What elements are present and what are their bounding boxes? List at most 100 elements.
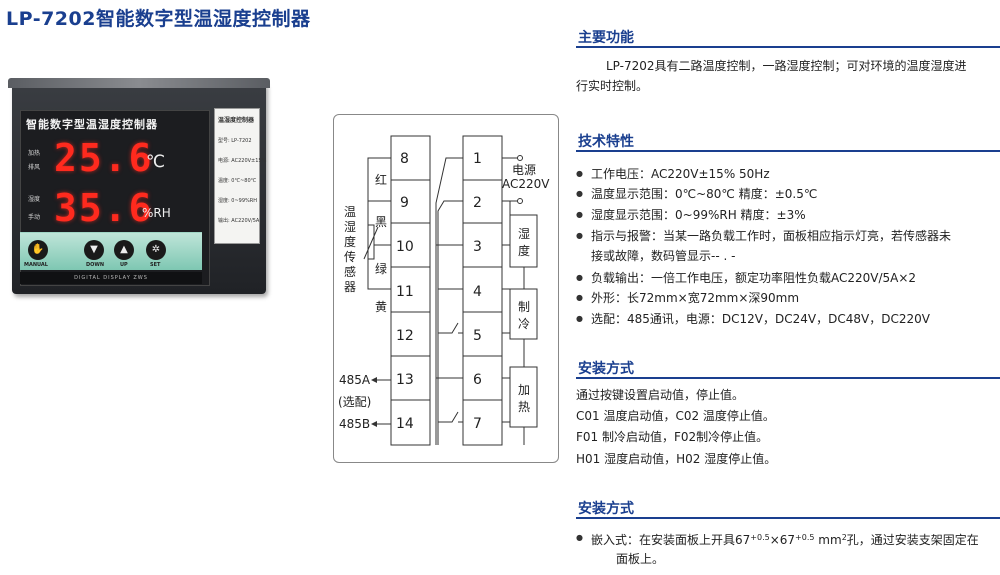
side-sticker-title: 温湿度控制器 bbox=[218, 117, 255, 124]
power-label: 电源 bbox=[512, 163, 536, 177]
page-title: LP-7202智能数字型温湿度控制器 bbox=[6, 8, 311, 30]
device-side-sticker: 温湿度控制器 型号: LP-7202 电源: AC220V±15% 温度: 0℃… bbox=[214, 108, 266, 244]
device-panel-title: 智能数字型温湿度控制器 bbox=[26, 118, 158, 131]
mounting-text-part: ×67 bbox=[769, 533, 796, 547]
area-sup: 2 bbox=[841, 533, 847, 542]
side-sticker-line: 输出: AC220V/5A bbox=[218, 218, 260, 224]
terminal-14: 14 bbox=[396, 416, 414, 432]
up-arrow-icon: ▲ bbox=[114, 240, 134, 260]
terminal-2: 2 bbox=[473, 195, 482, 211]
key-set-label: SET bbox=[150, 262, 161, 268]
mounting-text-continuation: 面板上。 bbox=[616, 552, 665, 566]
terminal-13: 13 bbox=[396, 372, 414, 388]
humidity-unit: %RH bbox=[142, 206, 171, 220]
controller-device-photo: 智能数字型温湿度控制器 加热 排风 湿度 手动 25.6 ℃ 35.6 %RH … bbox=[8, 78, 270, 294]
rs485-wires bbox=[377, 379, 391, 425]
tech-item: 外形：长72mm×宽72mm×深90mm bbox=[576, 288, 1000, 308]
wire-yellow-label: 黄 bbox=[375, 300, 387, 314]
power-voltage-label: AC220V bbox=[502, 177, 550, 191]
tech-item: 负载输出：一倍工作电压，额定功率阻性负载AC220V/5A×2 bbox=[576, 268, 1000, 288]
mounting-text-part: 孔，通过安装支架固定在 bbox=[846, 533, 979, 547]
terminal-10: 10 bbox=[396, 239, 414, 255]
install-line: C01 温度启动值，C02 温度停止值。 bbox=[576, 409, 775, 423]
terminal-12: 12 bbox=[396, 328, 414, 344]
key-down-label: DOWN bbox=[86, 262, 105, 268]
rs485a-label: 485A bbox=[339, 373, 371, 387]
load-cooling-label: 制 bbox=[518, 300, 530, 314]
sensor-label-char: 湿 bbox=[344, 219, 356, 234]
indicator-manual-label: 手动 bbox=[28, 214, 41, 221]
sensor-label-char: 传 bbox=[344, 249, 356, 264]
install-line: 通过按键设置启动值，停止值。 bbox=[576, 388, 745, 402]
mounting-text-part: mm bbox=[814, 533, 842, 547]
tech-item-continuation: 接或故障，数码管显示-- . - bbox=[591, 249, 736, 263]
humidity-display: 35.6 bbox=[54, 186, 154, 230]
mounting-text: 嵌入式：在安装面板上开具67+0.5×67+0.5 mm2孔，通过安装支架固定在 bbox=[576, 528, 1000, 550]
main-function-text: LP-7202具有二路温度控制，一路湿度控制；可对环境的温度湿度进 bbox=[606, 59, 967, 73]
device-keypad bbox=[20, 232, 202, 270]
key-up-label: UP bbox=[120, 262, 128, 268]
load-humidity-label: 度 bbox=[518, 243, 530, 258]
install-line: H01 湿度启动值，H02 湿度停止值。 bbox=[576, 452, 777, 466]
section-title-install: 安装方式 bbox=[578, 361, 634, 377]
sensor-label: 温 湿 度 传 感 器 bbox=[344, 205, 356, 294]
sensor-label-char: 感 bbox=[344, 264, 356, 279]
side-sticker-line: 温度: 0℃~80℃ bbox=[218, 178, 257, 184]
device-brand-strip: DIGITAL DISPLAY ZWS bbox=[20, 272, 202, 284]
load-heating-label: 加 bbox=[518, 383, 530, 397]
wiring-diagram: 8 9 10 11 12 13 14 红 黑 绿 黄 温 湿 度 传 感 器 bbox=[333, 114, 559, 463]
sensor-wires bbox=[363, 157, 391, 290]
wiring-diagram-svg: 8 9 10 11 12 13 14 红 黑 绿 黄 温 湿 度 传 感 器 bbox=[338, 135, 550, 446]
tech-item: 工作电压：AC220V±15% 50Hz bbox=[576, 164, 1000, 184]
temperature-unit: ℃ bbox=[146, 152, 166, 172]
indicator-humidity-label: 湿度 bbox=[28, 196, 41, 203]
tech-item: 指示与报警：当某一路负载工作时，面板相应指示灯亮，若传感器未 bbox=[576, 226, 1000, 246]
terminal-9: 9 bbox=[400, 195, 409, 211]
tolerance-sup: +0.5 bbox=[795, 533, 815, 542]
main-function-text: 行实时控制。 bbox=[576, 79, 649, 93]
section-divider bbox=[576, 377, 1000, 379]
load-wiring bbox=[502, 200, 538, 445]
tolerance-sup: +0.5 bbox=[750, 533, 770, 542]
load-heating-label: 热 bbox=[518, 400, 530, 414]
wire-green-label: 绿 bbox=[375, 261, 387, 276]
side-sticker-line: 湿度: 0~99%RH bbox=[218, 198, 257, 204]
install-line: F01 制冷启动值，F02制冷停止值。 bbox=[576, 430, 769, 444]
rs485-optional-label: (选配) bbox=[338, 395, 371, 409]
rs485b-label: 485B bbox=[339, 417, 370, 431]
side-sticker-line: 型号: LP-7202 bbox=[218, 138, 252, 144]
side-sticker-line: 电源: AC220V±15% bbox=[218, 158, 267, 164]
section-title-tech: 技术特性 bbox=[578, 134, 634, 150]
tech-item: 温度显示范围：0℃~80℃ 精度：±0.5℃ bbox=[576, 184, 1000, 204]
set-gear-icon: ✲ bbox=[146, 240, 166, 260]
temperature-display: 25.6 bbox=[54, 136, 154, 180]
sensor-label-char: 器 bbox=[344, 280, 356, 294]
indicator-heat-label: 加热 bbox=[28, 150, 41, 157]
arrow-left-icon bbox=[371, 377, 377, 383]
section-title-mounting: 安装方式 bbox=[578, 501, 634, 517]
hand-icon: ✋ bbox=[28, 240, 48, 260]
terminal-8: 8 bbox=[400, 151, 409, 167]
terminal-7: 7 bbox=[473, 416, 482, 432]
wire-black-label: 黑 bbox=[375, 215, 387, 229]
key-manual-label: MANUAL bbox=[24, 262, 48, 268]
load-humidity-label: 湿 bbox=[518, 226, 530, 241]
section-divider bbox=[576, 150, 1000, 152]
section-divider bbox=[576, 517, 1000, 519]
indicator-fan-label: 排风 bbox=[28, 164, 41, 171]
section-title-main-function: 主要功能 bbox=[578, 30, 634, 46]
section-divider bbox=[576, 46, 1000, 48]
terminal-1: 1 bbox=[473, 151, 482, 167]
arrow-left-icon bbox=[371, 421, 377, 427]
terminal-11: 11 bbox=[396, 284, 414, 300]
terminal-6: 6 bbox=[473, 372, 482, 388]
wire-red-label: 红 bbox=[375, 172, 387, 187]
terminal-5: 5 bbox=[473, 328, 482, 344]
tech-item: 选配：485通讯，电源：DC12V，DC24V，DC48V，DC220V bbox=[576, 309, 1000, 329]
terminal-4: 4 bbox=[473, 284, 482, 300]
internal-relay-lines bbox=[435, 157, 463, 445]
mounting-text-part: 嵌入式：在安装面板上开具67 bbox=[591, 533, 751, 547]
left-terminal-block bbox=[390, 135, 431, 446]
right-terminal-block bbox=[462, 135, 503, 446]
sensor-label-char: 温 bbox=[344, 205, 356, 219]
